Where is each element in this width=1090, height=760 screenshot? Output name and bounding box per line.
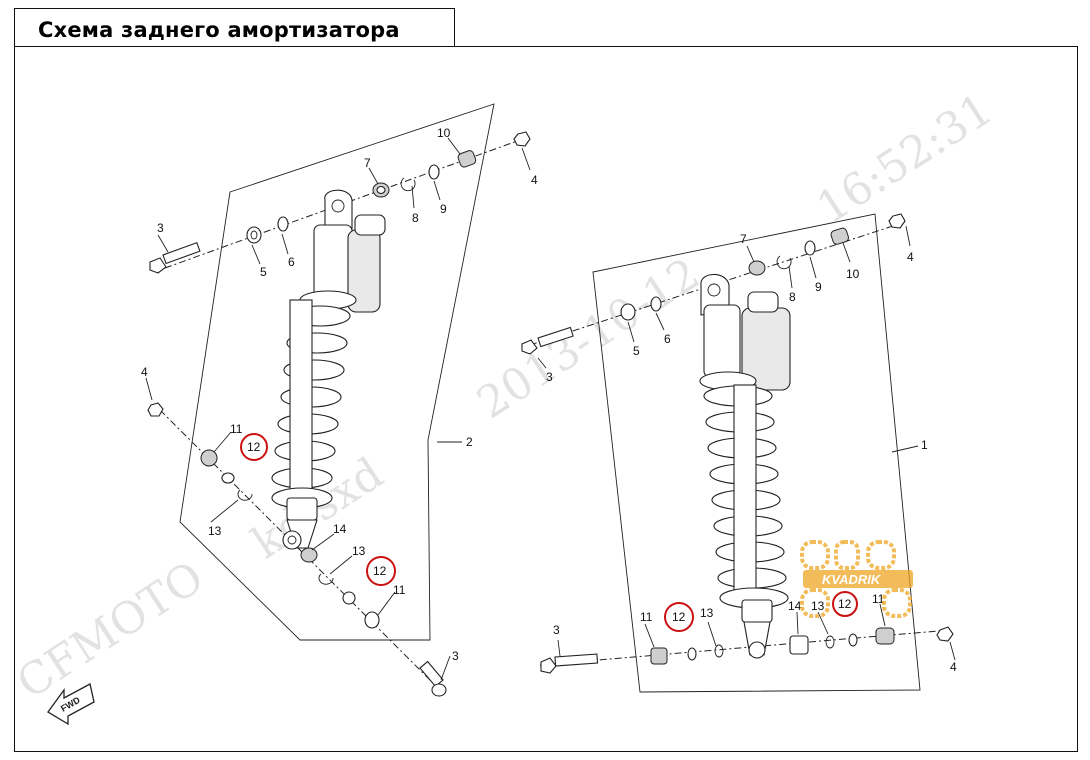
right-highlight-12b (832, 591, 858, 617)
right-clip-13-right (825, 635, 835, 649)
callout-4: 4 (531, 173, 538, 187)
right-washer-12-left (687, 647, 697, 661)
left-shock-body (271, 189, 386, 550)
callout-14: 14 (333, 522, 347, 536)
left-bearing-14 (300, 547, 318, 563)
left-washer-12-right (342, 591, 356, 605)
callout-9: 9 (440, 202, 447, 216)
left-spacer-11-right (364, 611, 380, 629)
watermark-user: kd sxd (243, 448, 392, 569)
assembly-label-1: 1 (921, 438, 928, 452)
left-bolt-top (149, 241, 201, 274)
right-bearing-7 (748, 260, 766, 276)
callout-10: 10 (437, 126, 451, 140)
callout-12: 12 (373, 564, 387, 578)
right-washer-12-right (848, 633, 858, 647)
callout-4: 4 (907, 250, 914, 264)
left-spacer-10 (457, 150, 477, 168)
right-shock-assembly: 7 4 8 9 10 5 6 3 3 11 12 13 14 13 12 11 … (521, 213, 957, 693)
callout-13: 13 (811, 599, 825, 613)
callout-10: 10 (846, 267, 860, 281)
left-washer-6 (277, 216, 289, 232)
left-washer-9 (428, 164, 440, 180)
callout-12: 12 (672, 610, 686, 624)
watermark-date: 2013-10-12 (468, 248, 709, 429)
fwd-arrow-icon: FWD (47, 683, 95, 726)
callout-9: 9 (815, 280, 822, 294)
callout-14: 14 (788, 599, 802, 613)
left-upper-axis (164, 139, 521, 269)
left-washer-12-left (221, 472, 235, 484)
left-clip-8 (400, 177, 416, 192)
callout-3: 3 (553, 623, 560, 637)
right-spacer-10 (830, 227, 850, 245)
callout-12: 12 (247, 440, 261, 454)
callout-5: 5 (633, 344, 640, 358)
callout-3: 3 (452, 649, 459, 663)
right-clip-13-left (714, 644, 724, 658)
left-bolt-bottom (419, 660, 447, 697)
watermark-time: 16:52:31 (808, 84, 1002, 234)
callout-5: 5 (260, 265, 267, 279)
callout-11: 11 (393, 583, 406, 597)
callout-7: 7 (364, 156, 371, 170)
kvadrik-logo: KVADRIK (800, 540, 913, 618)
callout-3: 3 (546, 370, 553, 384)
callout-13: 13 (352, 544, 366, 558)
right-shock-body (699, 273, 791, 659)
callout-8: 8 (789, 290, 796, 304)
right-spacer-11-right (875, 627, 895, 645)
right-bushing-5 (620, 303, 636, 321)
page-title: Схема заднего амортизатора (38, 18, 400, 42)
right-bearing-14 (789, 635, 809, 655)
left-nut-4-left (147, 402, 164, 417)
callout-13: 13 (700, 606, 714, 620)
callout-11: 11 (230, 422, 243, 436)
left-highlight-12a (240, 433, 268, 461)
left-nut-4-top (513, 131, 531, 147)
right-enclosure (592, 213, 921, 693)
callout-11: 11 (872, 592, 885, 606)
watermark-brand: CFMOTO (8, 552, 213, 710)
right-nut-4-bottom (936, 626, 954, 642)
callout-6: 6 (664, 332, 671, 346)
callout-6: 6 (288, 255, 295, 269)
title-box (14, 8, 455, 46)
left-enclosure (179, 103, 495, 641)
callout-11: 11 (640, 610, 653, 624)
right-highlight-12a (664, 602, 694, 632)
right-spacer-11-left (650, 647, 668, 665)
diagram-frame (14, 46, 1078, 752)
left-clip-13-right (318, 573, 334, 585)
right-clip-8 (776, 255, 792, 270)
assembly-label-2: 2 (466, 435, 473, 449)
left-shock-assembly: 3 5 6 7 8 9 10 4 4 11 12 13 14 13 12 11 … (141, 103, 538, 697)
left-bushing-5 (246, 226, 262, 244)
left-spacer-11-left (200, 449, 218, 467)
right-washer-6 (650, 296, 662, 312)
callout-13: 13 (208, 524, 222, 538)
right-nut-4-top (888, 213, 906, 229)
right-lower-axis (539, 629, 951, 666)
watermark: CFMOTO kd sxd 2013-10-12 16:52:31 (8, 84, 1002, 709)
right-bolt-top (521, 326, 574, 355)
left-clip-13-left (237, 489, 253, 501)
callout-12: 12 (838, 597, 852, 611)
callout-3: 3 (157, 221, 164, 235)
callout-4: 4 (141, 365, 148, 379)
logo-text: KVADRIK (822, 572, 882, 587)
right-washer-9 (804, 240, 816, 256)
callout-4: 4 (950, 660, 957, 674)
left-highlight-12b (366, 556, 396, 586)
right-bolt-bottom (540, 653, 599, 674)
callout-7: 7 (740, 232, 747, 246)
callout-8: 8 (412, 211, 419, 225)
